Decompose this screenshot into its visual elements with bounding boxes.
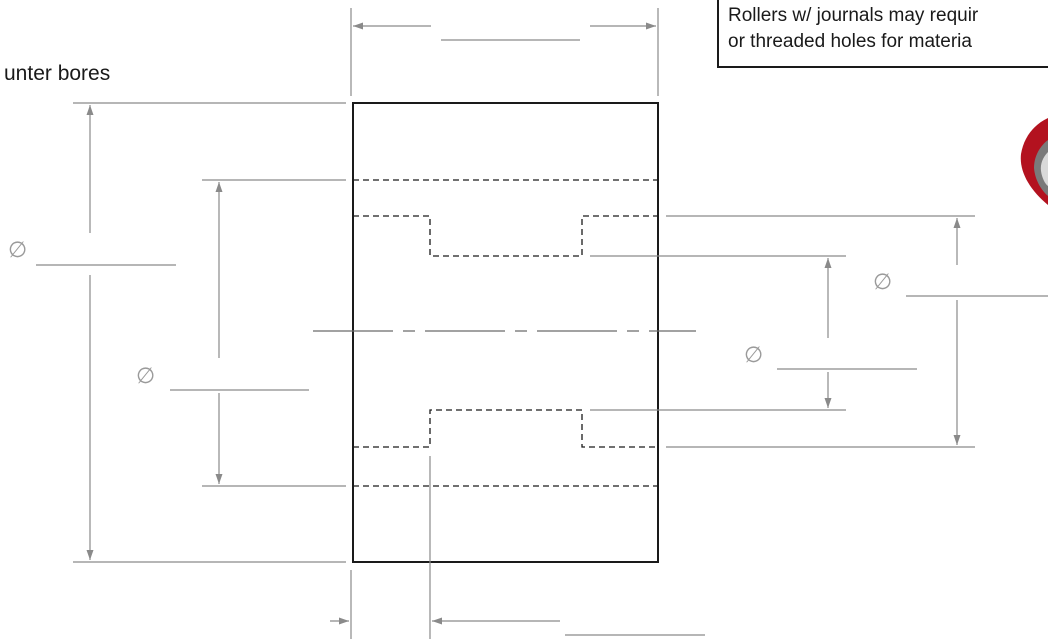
journal-note-box: Rollers w/ journals may requir or thread… bbox=[717, 0, 1048, 68]
counterbore-depth-dimension bbox=[330, 456, 705, 639]
diameter-symbol-inner: ∅ bbox=[136, 364, 156, 389]
roller-outline bbox=[352, 102, 659, 563]
counterbores-heading: unter bores bbox=[4, 62, 111, 85]
hidden-lines bbox=[353, 179, 658, 487]
diameter-symbol-bore: ∅ bbox=[744, 343, 764, 368]
diameter-symbol-outer: ∅ bbox=[8, 238, 28, 263]
outer-diameter-dimension bbox=[36, 102, 346, 563]
logo-icon bbox=[1020, 118, 1048, 205]
inner-diameter-dimension bbox=[170, 179, 346, 487]
bore-diameter-dimension bbox=[590, 255, 917, 411]
note-line-1: Rollers w/ journals may requir bbox=[728, 5, 979, 26]
top-width-dimension bbox=[350, 8, 659, 96]
diameter-symbol-counterbore: ∅ bbox=[873, 270, 893, 295]
note-line-2: or threaded holes for materia bbox=[728, 31, 972, 52]
counterbore-diameter-dimension bbox=[666, 215, 1048, 448]
